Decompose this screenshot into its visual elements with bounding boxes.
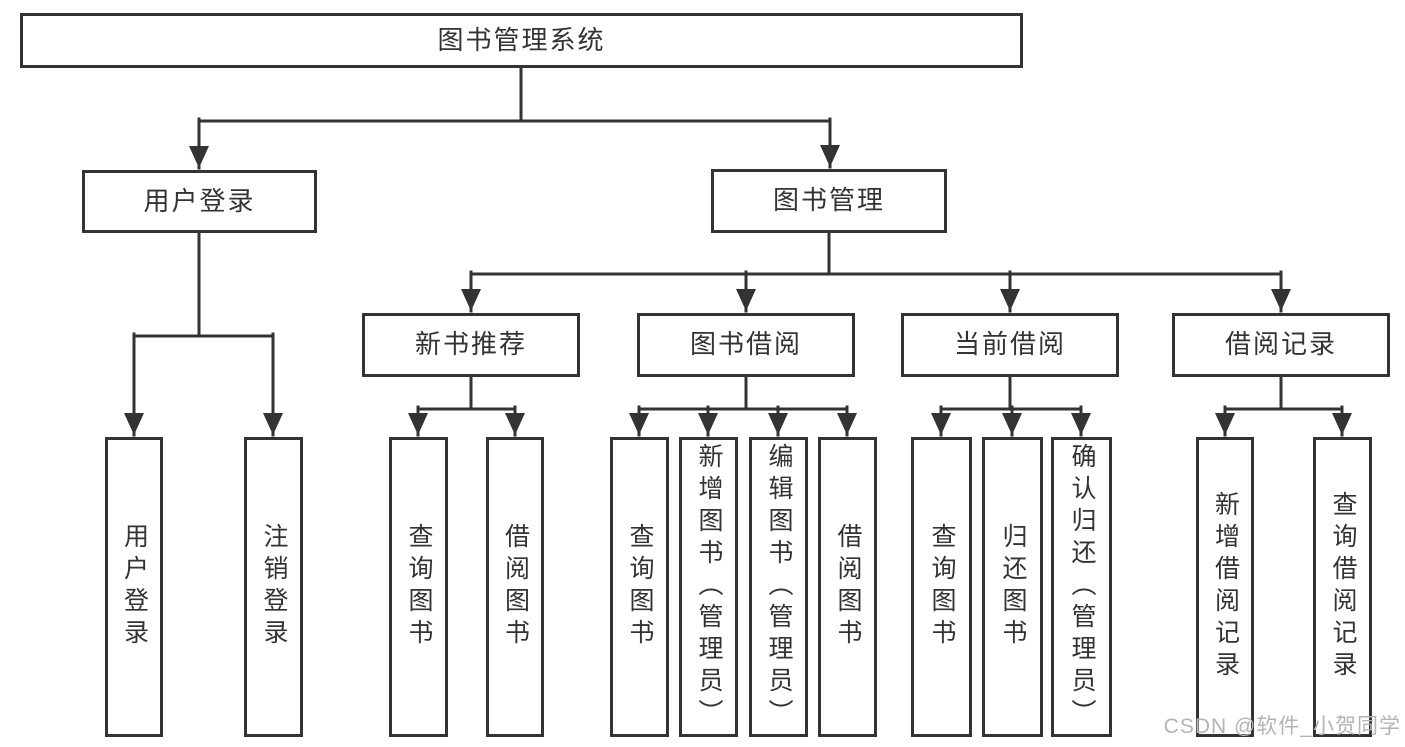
- node-br-add-record: 新增借阅记录: [1196, 437, 1254, 737]
- node-label: 图书管理系统: [437, 24, 606, 55]
- node-br-query-record: 查询借阅记录: [1313, 437, 1372, 737]
- node-bb-borrow-book: 借阅图书: [818, 437, 877, 737]
- node-bb-add-book: 新增图书（管理员）: [679, 437, 738, 737]
- node-label: 新书推荐: [414, 329, 527, 360]
- node-new-book-recommend: 新书推荐: [362, 313, 580, 377]
- node-nbr-borrow-book: 借阅图书: [486, 437, 544, 737]
- node-root: 图书管理系统: [20, 13, 1023, 68]
- node-bb-query-book: 查询图书: [610, 437, 669, 737]
- node-cb-return-book: 归还图书: [982, 437, 1043, 737]
- node-label: 查询图书: [928, 523, 956, 651]
- node-label: 注销登录: [260, 523, 288, 651]
- watermark: CSDN @软件_小贺同学: [1163, 715, 1401, 738]
- node-label: 用户登录: [143, 185, 256, 216]
- node-label: 新增借阅记录: [1211, 491, 1240, 683]
- node-label: 查询借阅记录: [1329, 491, 1357, 683]
- node-book-borrowing: 图书借阅: [637, 313, 855, 377]
- node-ul-logout: 注销登录: [244, 437, 303, 737]
- node-label: 借阅图书: [501, 523, 530, 651]
- node-label: 归还图书: [999, 523, 1027, 651]
- node-label: 确认归还（管理员）: [1068, 443, 1096, 731]
- node-label: 图书管理: [772, 185, 885, 216]
- node-borrowing-records: 借阅记录: [1172, 313, 1390, 377]
- node-book-management: 图书管理: [711, 169, 947, 233]
- node-label: 新增图书（管理员）: [695, 443, 723, 731]
- node-label: 查询图书: [405, 523, 433, 651]
- node-label: 借阅图书: [834, 523, 862, 651]
- node-label: 图书借阅: [689, 329, 802, 360]
- node-user-login: 用户登录: [82, 170, 317, 233]
- node-ul-login: 用户登录: [105, 437, 163, 737]
- node-bb-edit-book: 编辑图书（管理员）: [749, 437, 808, 737]
- node-cb-confirm-return: 确认归还（管理员）: [1051, 437, 1112, 737]
- node-label: 编辑图书（管理员）: [765, 443, 793, 731]
- node-current-borrowing: 当前借阅: [901, 313, 1119, 377]
- node-nbr-query-book: 查询图书: [389, 437, 448, 737]
- node-label: 当前借阅: [953, 329, 1066, 360]
- node-cb-query-book: 查询图书: [911, 437, 972, 737]
- node-label: 用户登录: [120, 523, 149, 651]
- node-label: 借阅记录: [1224, 329, 1337, 360]
- node-label: 查询图书: [626, 523, 654, 651]
